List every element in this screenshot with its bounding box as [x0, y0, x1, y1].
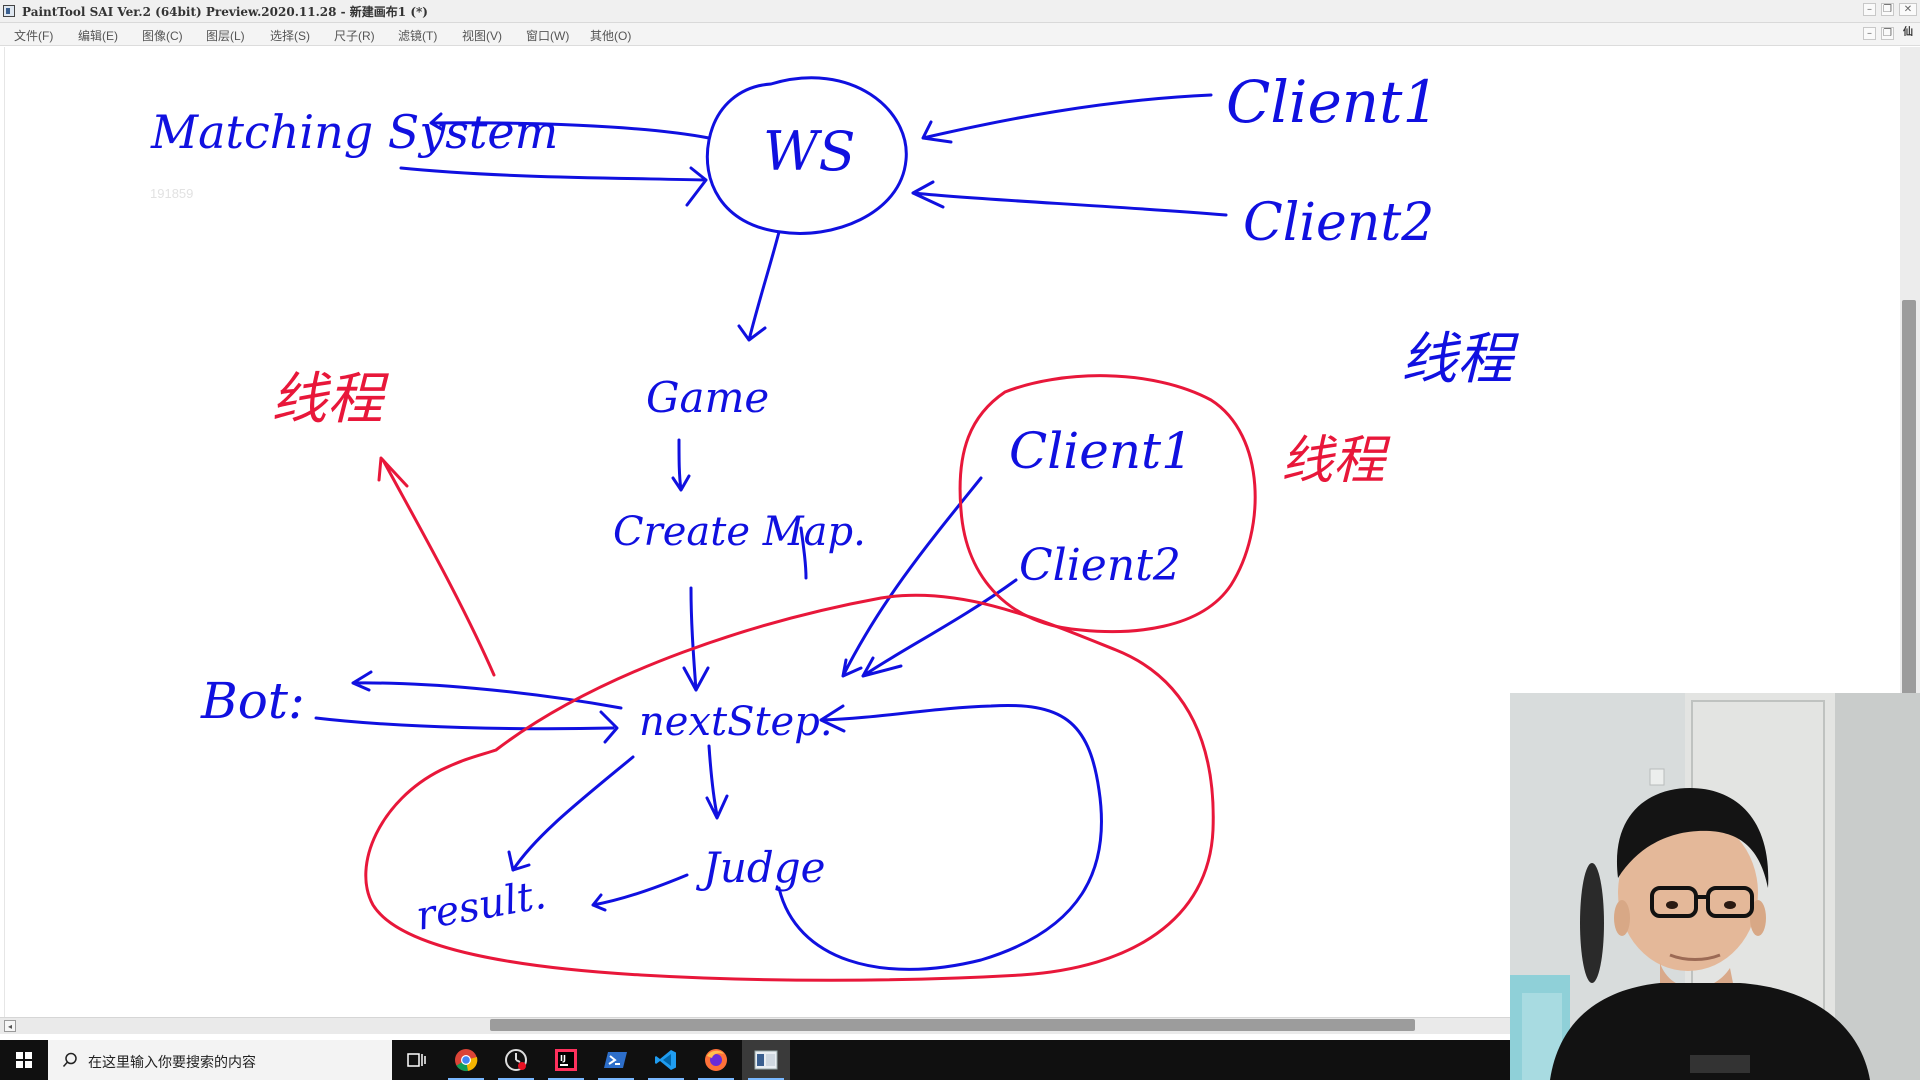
search-placeholder: 在这里输入你要搜索的内容 — [88, 1054, 256, 1070]
running-indicator — [498, 1078, 534, 1080]
svg-text:IJ: IJ — [560, 1054, 566, 1063]
label-ws: WS — [763, 120, 856, 183]
arrow-bot-to-nextstep — [314, 710, 619, 744]
label-thread-right: 线程 — [1281, 431, 1391, 491]
webcam-overlay — [1510, 693, 1920, 1080]
label-result: result. — [413, 872, 550, 940]
restore-button[interactable]: ❐ — [1881, 3, 1894, 16]
horizontal-scrollbar-thumb[interactable] — [490, 1019, 1415, 1031]
arrow-ws-to-game — [737, 230, 781, 342]
minimize-button[interactable]: – — [1863, 3, 1876, 16]
arrow-ws-to-matching-system — [429, 112, 711, 140]
menu-file[interactable]: 文件(F) — [14, 29, 54, 43]
menu-edit[interactable]: 编辑(E) — [78, 29, 118, 43]
title-bar: PaintTool SAI Ver.2 (64bit) Preview.2020… — [0, 0, 1920, 23]
menu-filter[interactable]: 滤镜(T) — [398, 29, 438, 43]
recorder-icon — [505, 1049, 527, 1071]
arrow-matching-system-to-ws — [399, 166, 708, 207]
start-button[interactable] — [0, 1040, 48, 1080]
label-create-map: Create Map. — [613, 509, 866, 555]
firefox-icon — [705, 1049, 727, 1071]
chrome-icon — [455, 1049, 478, 1072]
arrow-game-to-createmap — [671, 438, 691, 492]
powershell-icon — [604, 1052, 627, 1068]
label-bot: Bot: — [200, 672, 305, 730]
label-next-step: nextStep. — [639, 699, 833, 745]
taskbar-vscode[interactable] — [642, 1040, 690, 1080]
menu-select[interactable]: 选择(S) — [270, 29, 310, 43]
close-button[interactable]: ✕ — [1899, 3, 1917, 16]
scroll-left-button[interactable]: ◂ — [4, 1020, 16, 1032]
arrow-client1-to-ws — [921, 93, 1213, 144]
taskbar-chrome[interactable] — [442, 1040, 490, 1080]
running-indicator — [748, 1078, 784, 1080]
running-indicator — [548, 1078, 584, 1080]
arrow-nextstep-to-judge — [705, 744, 729, 820]
jetbrains-ide-icon: IJ — [555, 1049, 577, 1071]
label-client2-circle: Client2 — [1019, 540, 1181, 591]
doc-minimize-button[interactable]: – — [1863, 27, 1876, 40]
vscode-icon — [655, 1050, 676, 1070]
taskbar-paint-tool-sai[interactable] — [742, 1040, 790, 1080]
drawing-canvas[interactable]: Matching System WS Client1 Client2 Game … — [4, 47, 1901, 1017]
app-icon — [3, 5, 15, 17]
running-indicator — [648, 1078, 684, 1080]
map-tail — [799, 526, 808, 580]
menu-bar: 文件(F) 编辑(E) 图像(C) 图层(L) 选择(S) 尺子(R) 滤镜(T… — [0, 23, 1920, 46]
arrow-nextstep-to-bot — [351, 670, 623, 710]
label-matching-system: Matching System — [150, 105, 558, 159]
menu-other[interactable]: 其他(O) — [590, 29, 632, 43]
paint-tool-sai-icon — [754, 1050, 778, 1070]
game-thread-loop — [364, 593, 1215, 982]
arrow-client1-to-nextstep — [841, 476, 983, 678]
taskbar-powershell[interactable] — [592, 1040, 640, 1080]
menu-view[interactable]: 视图(V) — [462, 29, 502, 43]
loop-judge-to-nextstep — [777, 703, 1103, 971]
label-thread-left: 线程 — [271, 367, 389, 432]
faint-watermark-number: 191859 — [150, 186, 194, 201]
running-indicator — [698, 1078, 734, 1080]
side-panel-glyph: 仙 — [1903, 27, 1913, 38]
task-view-button[interactable] — [392, 1040, 440, 1080]
taskbar-search-box[interactable]: 在这里输入你要搜索的内容 — [48, 1040, 392, 1080]
arrow-nextstep-to-result — [507, 755, 635, 872]
menu-image[interactable]: 图像(C) — [142, 29, 183, 43]
menu-ruler[interactable]: 尺子(R) — [334, 29, 375, 43]
arrow-client2-to-ws — [911, 180, 1228, 217]
label-client2-top: Client2 — [1243, 193, 1434, 253]
arrow-createmap-to-nextstep — [682, 586, 710, 692]
windows-logo-icon — [16, 1052, 32, 1068]
arrow-judge-to-result — [591, 873, 689, 912]
menu-layer[interactable]: 图层(L) — [206, 29, 245, 43]
label-game: Game — [646, 373, 769, 422]
menu-window[interactable]: 窗口(W) — [526, 29, 570, 43]
window-title: PaintTool SAI Ver.2 (64bit) Preview.2020… — [22, 5, 428, 19]
presenter-video-frame — [1510, 693, 1920, 1080]
handwritten-diagram: Matching System WS Client1 Client2 Game … — [150, 68, 1519, 982]
label-client1-top: Client1 — [1226, 68, 1439, 136]
running-indicator — [448, 1078, 484, 1080]
client-thread-circle — [958, 374, 1257, 634]
doc-restore-button[interactable]: ❐ — [1881, 27, 1894, 40]
taskbar-screen-recorder[interactable] — [492, 1040, 540, 1080]
ws-circle — [705, 76, 908, 235]
arrow-client2-to-nextstep — [861, 578, 1018, 678]
search-icon — [62, 1052, 77, 1067]
label-thread-far-right: 线程 — [1401, 327, 1519, 392]
taskbar-jetbrains-ide[interactable]: IJ — [542, 1040, 590, 1080]
label-client1-circle: Client1 — [1009, 422, 1193, 480]
running-indicator — [598, 1078, 634, 1080]
label-judge: Judge — [695, 843, 826, 892]
arrow-bot-to-thread — [377, 456, 496, 677]
task-view-icon — [407, 1053, 426, 1067]
taskbar-firefox[interactable] — [692, 1040, 740, 1080]
